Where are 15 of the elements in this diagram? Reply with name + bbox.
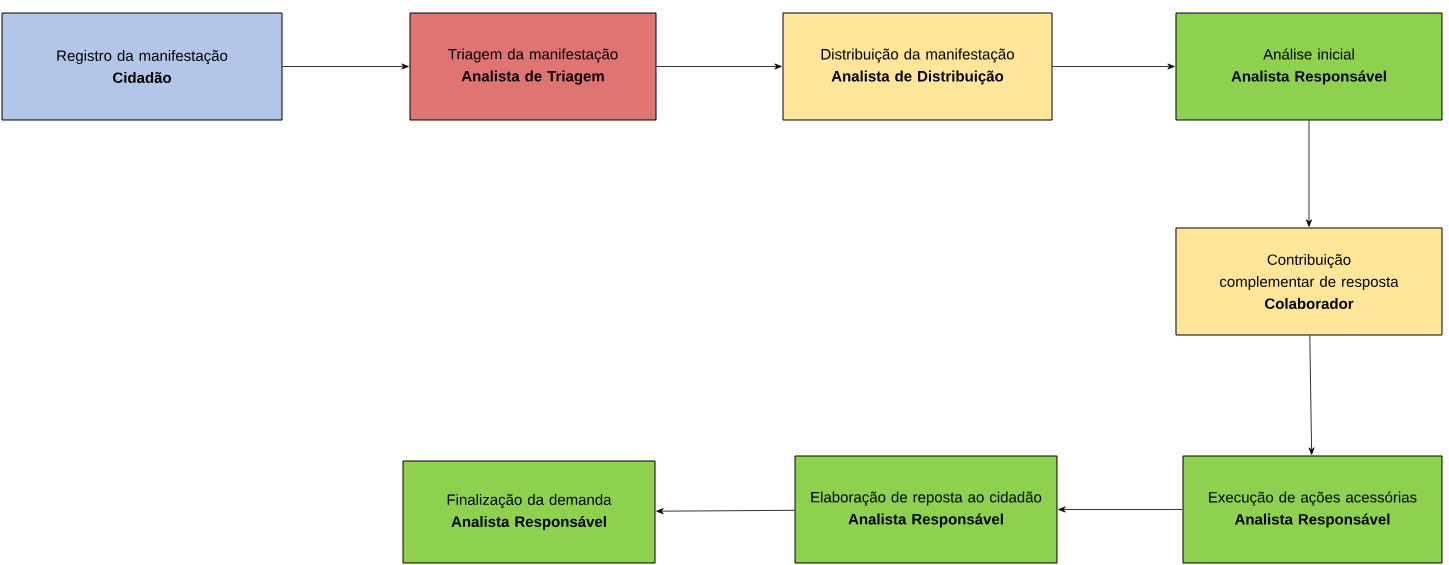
arrow <box>1052 63 1175 70</box>
process-box: Registro da manifestação Cidadão <box>1 12 283 121</box>
process-box: Contribuição complementar de resposta Colaborador <box>1175 227 1443 336</box>
arrow <box>1306 120 1312 227</box>
arrow <box>656 63 782 70</box>
process-box: Análise inicial Analista Responsável <box>1175 12 1443 121</box>
arrow <box>1058 506 1183 513</box>
process-box: Triagem da manifestação Analista de Triagem <box>409 12 657 121</box>
arrow <box>282 63 409 70</box>
arrow <box>656 508 795 515</box>
process-box: Finalização da demanda Analista Responsável <box>402 460 656 564</box>
process-box: Elaboração de reposta ao cidadão Analista Responsável <box>794 455 1058 564</box>
process-box: Distribuição da manifestação Analista de Distribuição <box>782 12 1053 121</box>
process-box: Execução de ações acessórias Analista Responsável <box>1182 455 1443 564</box>
arrow <box>1308 335 1315 455</box>
